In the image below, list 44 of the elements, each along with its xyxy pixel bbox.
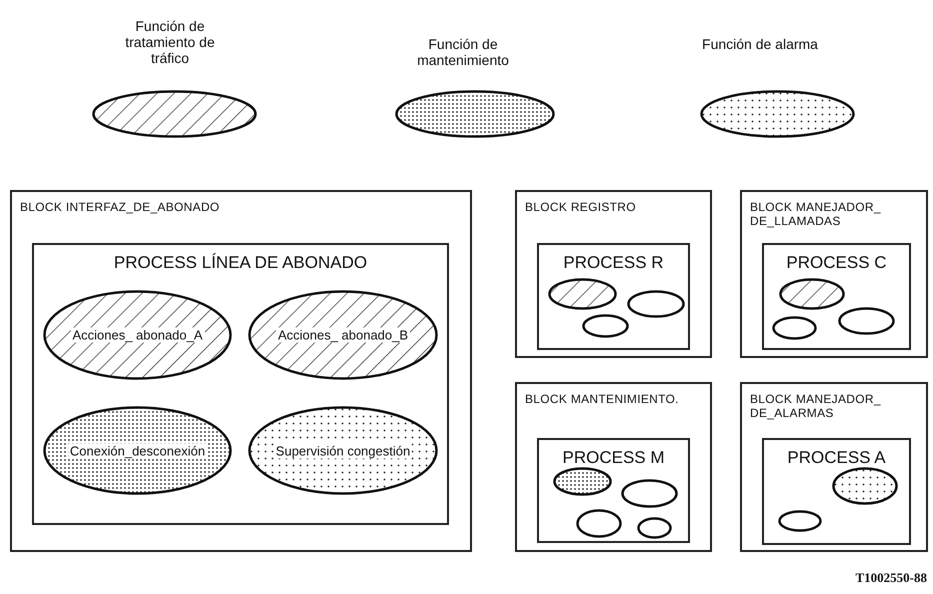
function-ellipse — [248, 406, 438, 495]
function-label: Conexión_desconexión — [68, 443, 208, 458]
process-box — [537, 438, 690, 543]
process-ellipse — [582, 314, 629, 338]
process-ellipse — [779, 278, 845, 310]
legend-label: Función de mantenimiento — [416, 36, 510, 68]
block-box — [740, 190, 928, 358]
function-ellipse — [248, 290, 438, 380]
process-ellipse — [838, 307, 895, 335]
block-title: BLOCK MANEJADOR_ DE_LLAMADAS — [750, 200, 882, 228]
block-title: BLOCK REGISTRO — [525, 200, 637, 214]
function-label: Acciones_ abonado_B — [276, 328, 410, 342]
process-ellipse — [621, 479, 678, 508]
function-ellipse — [43, 406, 232, 495]
process-title: PROCESS LÍNEA DE ABONADO — [112, 253, 368, 273]
block-title: BLOCK MANTENIMIENTO. — [525, 392, 680, 406]
process-box — [537, 243, 690, 350]
block-box — [515, 382, 712, 552]
block-box — [740, 382, 928, 552]
process-box — [32, 243, 449, 525]
process-ellipse — [637, 517, 672, 539]
process-box — [762, 438, 911, 545]
process-ellipse — [832, 467, 898, 505]
legend-label: Función de alarma — [701, 36, 819, 52]
block-title: BLOCK MANEJADOR_ DE_ALARMAS — [750, 392, 882, 420]
function-label: Supervisión congestión — [274, 443, 412, 458]
process-ellipse — [772, 316, 817, 340]
process-title: PROCESS M — [561, 448, 666, 468]
process-ellipse — [576, 509, 622, 538]
process-ellipse — [553, 467, 612, 496]
process-title: PROCESS A — [786, 448, 887, 468]
process-ellipse — [778, 510, 822, 532]
process-ellipse — [548, 278, 617, 310]
process-title: PROCESS R — [562, 253, 665, 273]
process-title: PROCESS C — [785, 253, 888, 273]
figure-code: T1002550-88 — [856, 570, 927, 586]
process-box — [762, 243, 911, 350]
block-title: BLOCK INTERFAZ_DE_ABONADO — [20, 200, 221, 214]
function-ellipse — [43, 290, 232, 380]
legend-label: Función de tratamiento de tráfico — [124, 18, 216, 66]
function-label: Acciones_ abonado_A — [70, 328, 205, 342]
block-box — [10, 190, 472, 552]
block-box — [515, 190, 712, 358]
process-ellipse — [627, 290, 685, 318]
